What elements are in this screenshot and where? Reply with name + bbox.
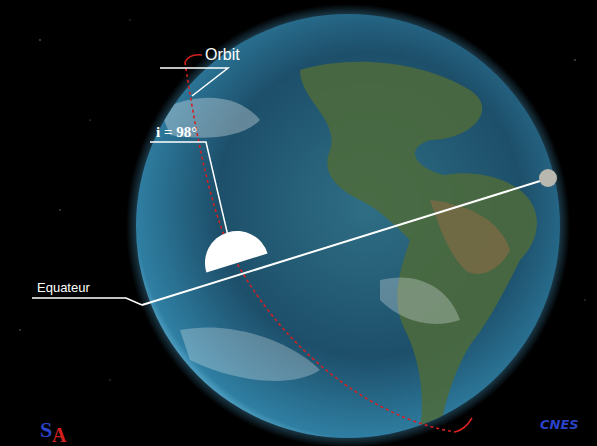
inclination-label: i = 98° xyxy=(156,124,197,141)
atmosphere-glow xyxy=(126,4,570,446)
inclination-angle xyxy=(205,231,268,273)
orbit-label: Orbit xyxy=(205,46,240,64)
equator-line xyxy=(142,181,540,305)
orbit-path-outer xyxy=(455,418,472,432)
orbit-path-outer xyxy=(185,55,202,62)
logo-letter: A xyxy=(52,424,66,446)
leader-line xyxy=(150,142,228,236)
equator-label: Equateur xyxy=(37,281,90,295)
earth-globe xyxy=(136,14,560,438)
logo-text: CNES xyxy=(540,418,579,432)
leader-line xyxy=(32,298,142,305)
continents xyxy=(160,62,537,430)
orbit-path xyxy=(185,62,455,432)
leader-line xyxy=(160,68,228,96)
logo-letter: S xyxy=(40,418,52,442)
moon xyxy=(539,169,557,187)
